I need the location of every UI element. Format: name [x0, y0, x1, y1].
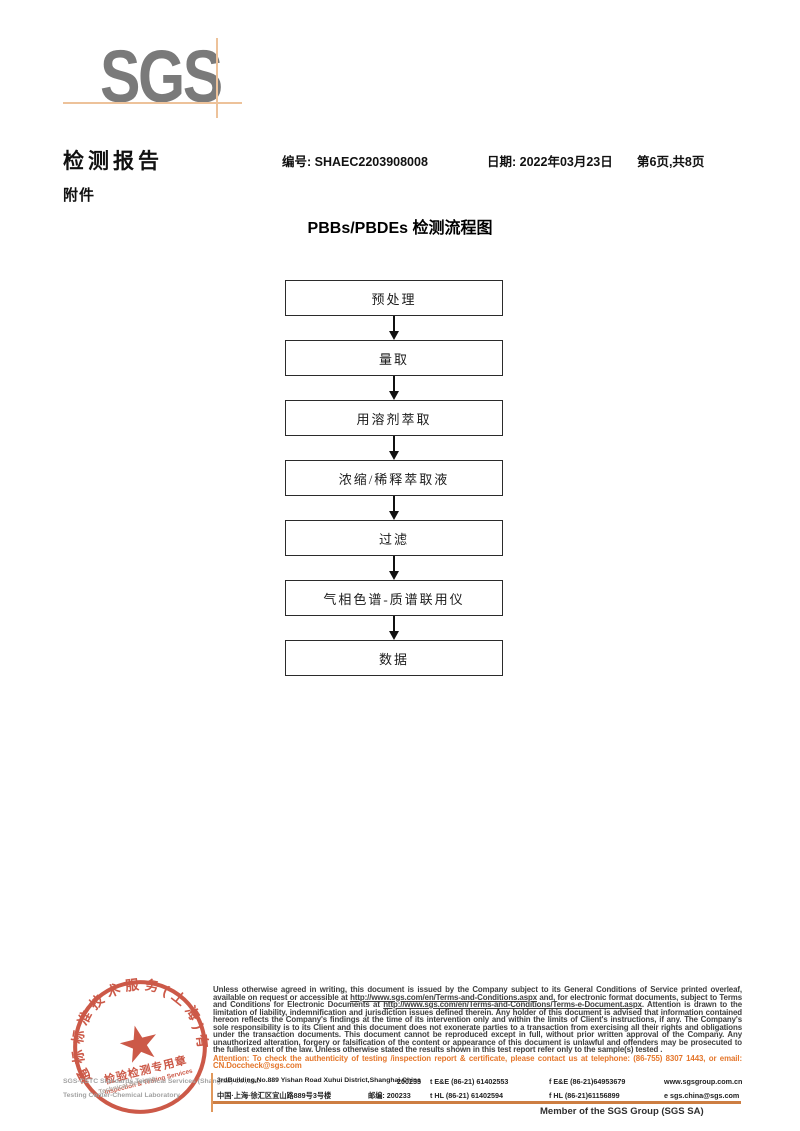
arrow-down-icon: [388, 376, 400, 400]
arrow-down-icon: [388, 316, 400, 340]
flow-step-box: 数据: [285, 640, 503, 676]
attachment-label: 附件: [63, 188, 96, 204]
address-vertical-line: [211, 1073, 213, 1112]
email: e sgs.china@sgs.com: [664, 1091, 740, 1100]
postcode-cn: 邮编: 200233: [368, 1091, 411, 1100]
arrow-down-icon: [388, 496, 400, 520]
flow-step-box: 预处理: [285, 280, 503, 316]
flow-step-box: 过滤: [285, 520, 503, 556]
attention-notice: Attention: To check the authenticity of …: [213, 1053, 742, 1070]
flow-step-box: 浓缩/稀释萃取液: [285, 460, 503, 496]
flow-step-box: 气相色谱-质谱联用仪: [285, 580, 503, 616]
legal-text: and, for electronic format documents, su…: [213, 992, 742, 1009]
terms-url: http://www.sgs.com/en/Terms-and-Conditio…: [350, 992, 538, 1002]
page-title: 检测报告: [63, 149, 163, 173]
inspection-stamp: 通标标准技术服务(上海)有限公司 ★ 检验检测专用章 Inspection & …: [38, 944, 216, 1123]
sgs-logo: SGS: [100, 35, 223, 118]
arrow-down-icon: [388, 616, 400, 640]
tel-hl: t HL (86-21) 61402594: [430, 1091, 503, 1100]
legal-text: Unless otherwise agreed in writing, this…: [213, 985, 742, 1002]
report-number: 编号: SHAEC2203908008: [282, 155, 428, 169]
company-lab-en: Testing Center-Chemical Laboratory: [63, 1092, 180, 1099]
flow-step-box: 用溶剂萃取: [285, 400, 503, 436]
legal-text: . Attention is drawn to the limitation o…: [213, 1000, 743, 1054]
legal-paragraph: Unless otherwise agreed in writing, this…: [213, 986, 742, 1054]
flow-step-box: 量取: [285, 340, 503, 376]
sgs-member-note: Member of the SGS Group (SGS SA): [540, 1106, 704, 1117]
postcode-en: 200233: [397, 1077, 421, 1086]
footer-rule: [213, 1101, 741, 1104]
address-line-cn: 中国·上海·徐汇区宜山路889号3号楼: [217, 1091, 332, 1100]
terms-e-document-url: http://www.sgs.com/en/Terms-and-Conditio…: [383, 1000, 642, 1009]
logo-horizontal-line: [63, 102, 242, 104]
company-name-en: SGS-CSTC Standards Technical Services (S…: [63, 1078, 261, 1085]
flowchart-title: PBBs/PBDEs 检测流程图: [307, 220, 493, 237]
page-number: 第6页,共8页: [637, 155, 705, 169]
website: www.sgsgroup.com.cn: [664, 1077, 743, 1086]
fax-hl: f HL (86-21)61156899: [549, 1091, 620, 1100]
arrow-down-icon: [388, 436, 400, 460]
legal-disclaimer: Unless otherwise agreed in writing, this…: [213, 986, 742, 1070]
fax-ee: f E&E (86-21)64953679: [549, 1077, 626, 1086]
report-date: 日期: 2022年03月23日: [487, 155, 613, 169]
arrow-down-icon: [388, 556, 400, 580]
address-line-en: 3rdBuilding,No.889 Yishan Road Xuhui Dis…: [217, 1077, 421, 1084]
logo-vertical-line: [216, 38, 218, 118]
tel-ee: t E&E (86-21) 61402553: [430, 1077, 509, 1086]
stamp-ring: [73, 980, 207, 1114]
